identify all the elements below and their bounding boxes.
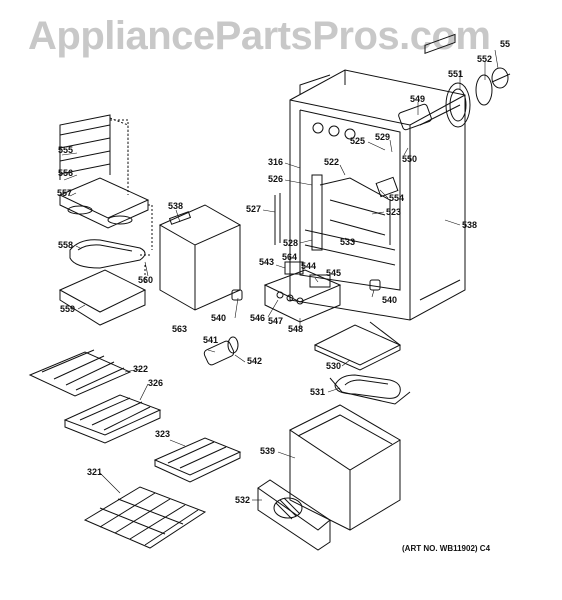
part-label-522: 522	[324, 157, 340, 167]
dashed-leaders	[110, 119, 153, 285]
part-label-547: 547	[268, 316, 284, 326]
part-label-557: 557	[57, 188, 73, 198]
gear-assembly	[398, 67, 511, 131]
drawer-tray-559	[58, 269, 147, 326]
oven-liner-563	[158, 204, 242, 311]
heating-element-558	[69, 239, 146, 269]
part-label-316: 316	[268, 157, 284, 167]
rack-frame-527	[274, 174, 399, 251]
rack-321	[83, 486, 207, 549]
part-label-563: 563	[172, 324, 188, 334]
part-label-548: 548	[288, 324, 304, 334]
light-socket-542	[203, 289, 243, 366]
oven-body	[289, 33, 466, 321]
part-label-552: 552	[477, 54, 493, 64]
part-label-545: 545	[326, 268, 342, 278]
drawer-539	[289, 404, 401, 531]
broil-tray-557	[58, 177, 150, 229]
part-label-555: 555	[58, 145, 74, 155]
part-label-527: 527	[246, 204, 262, 214]
panel-530	[313, 321, 402, 371]
clip-540	[369, 279, 381, 291]
leader-lines	[61, 49, 499, 501]
part-label-549: 549	[410, 94, 426, 104]
part-label-551: 551	[448, 69, 464, 79]
part-label-564: 564	[282, 252, 298, 262]
part-label-55: 55	[500, 39, 511, 49]
part-label-538-liner: 538	[168, 201, 184, 211]
part-label-543: 543	[259, 257, 275, 267]
part-label-523: 523	[386, 207, 402, 217]
element-531	[329, 374, 411, 405]
drawer-front-532	[257, 479, 331, 551]
part-label-533: 533	[340, 237, 356, 247]
part-label-540-socket: 540	[211, 313, 227, 323]
part-label-544: 544	[301, 261, 317, 271]
watermark-text: AppliancePartsPros.com	[28, 14, 491, 58]
part-label-529: 529	[375, 132, 391, 142]
art-number: (ART NO. WB11902) C4	[402, 544, 491, 553]
part-label-525: 525	[350, 136, 366, 146]
rack-326	[63, 394, 162, 444]
part-label-326: 326	[148, 378, 164, 388]
part-label-539: 539	[260, 446, 276, 456]
part-label-322: 322	[133, 364, 149, 374]
part-label-528: 528	[283, 238, 299, 248]
part-label-546: 546	[250, 313, 266, 323]
part-label-559: 559	[60, 304, 76, 314]
part-label-556: 556	[58, 168, 74, 178]
part-label-526: 526	[268, 174, 284, 184]
part-label-323: 323	[155, 429, 171, 439]
shelf-rack-555	[59, 114, 129, 185]
part-label-541: 541	[203, 335, 219, 345]
part-label-560: 560	[138, 275, 154, 285]
rack-323	[153, 437, 242, 483]
part-label-531: 531	[310, 387, 326, 397]
part-label-540-clip: 540	[382, 295, 398, 305]
part-label-542: 542	[247, 356, 263, 366]
part-label-558: 558	[58, 240, 74, 250]
part-label-532: 532	[235, 495, 251, 505]
part-label-554: 554	[389, 193, 405, 203]
part-label-550: 550	[402, 154, 418, 164]
rack-322	[28, 349, 132, 397]
part-label-530: 530	[326, 361, 342, 371]
part-label-538-body: 538	[462, 220, 478, 230]
part-label-321: 321	[87, 467, 103, 477]
